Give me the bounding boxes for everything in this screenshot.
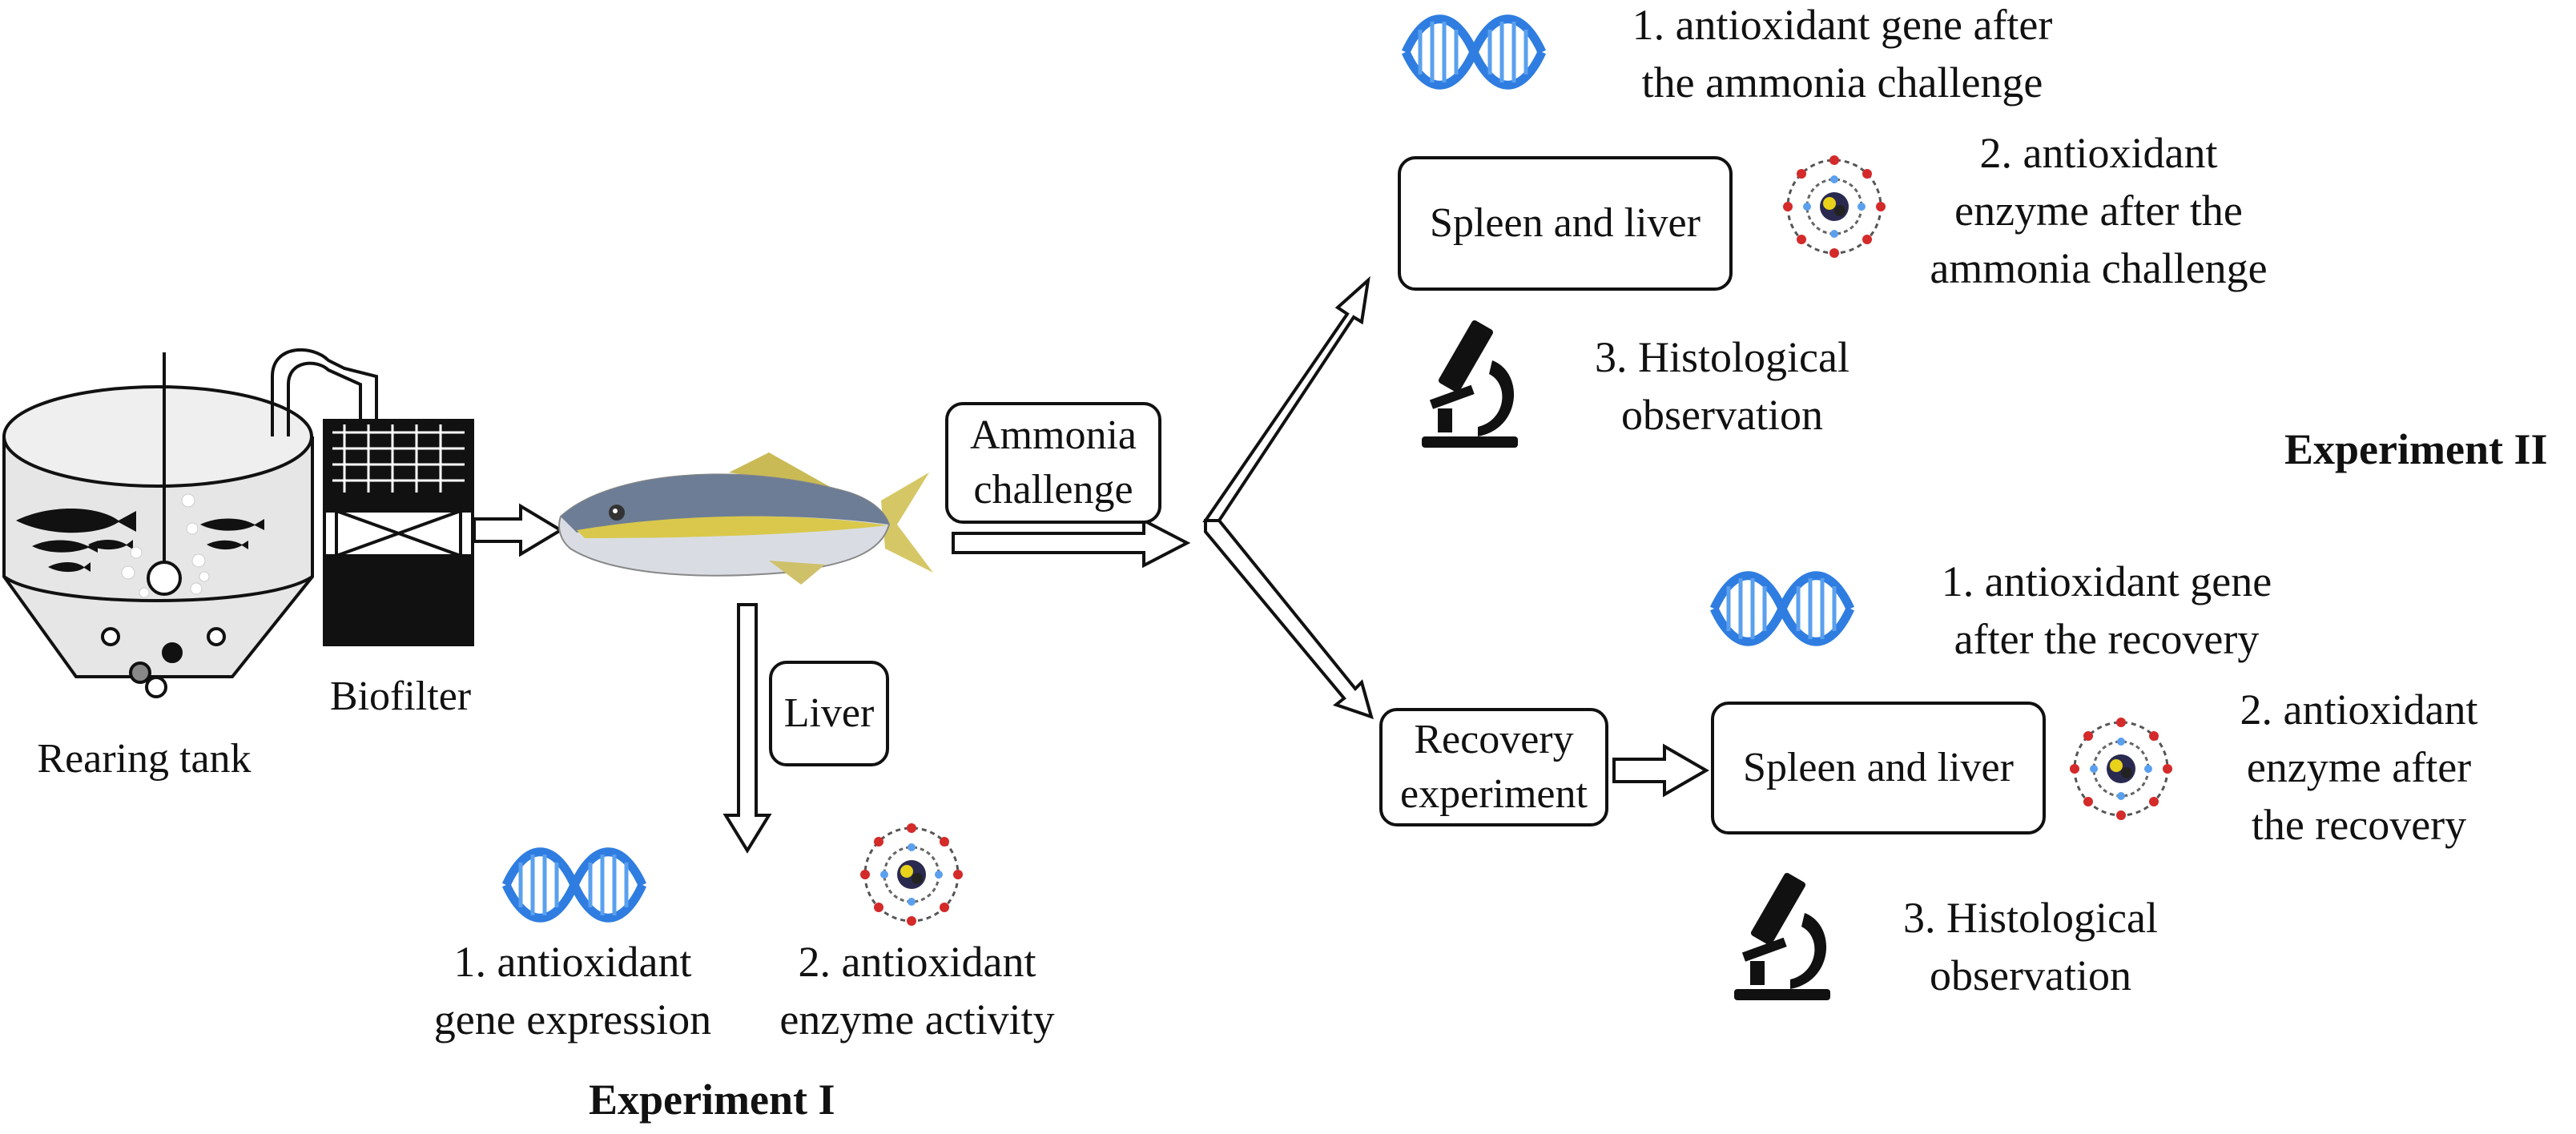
enzyme-icon xyxy=(1781,154,1887,259)
recovery-line-2: experiment xyxy=(1400,771,1588,817)
experiment-2-title: Experiment II xyxy=(2284,425,2548,473)
arrow-branch-up xyxy=(1202,275,1371,522)
fish-icon xyxy=(558,452,933,585)
experiment-1-title: Experiment I xyxy=(589,1076,835,1124)
arrow-branch-down xyxy=(1204,519,1374,720)
spleen-liver-label-top: Spleen and liver xyxy=(1430,200,1701,246)
dna-icon xyxy=(1406,19,1542,86)
spleen-liver-box-top: Spleen and liver xyxy=(1398,156,1733,291)
arrow-to-experiment-1 xyxy=(722,603,772,854)
spleen-liver-box-bottom: Spleen and liver xyxy=(1711,702,2046,834)
enzyme-icon xyxy=(2068,716,2174,822)
arrow-to-branch xyxy=(952,517,1191,569)
dna-icon xyxy=(506,852,642,919)
rearing-tank-label: Rearing tank xyxy=(37,736,252,782)
ammonia-challenge-box: Ammonia challenge xyxy=(945,402,1161,524)
recovery-experiment-box: Recovery experiment xyxy=(1379,708,1608,826)
liver-box: Liver xyxy=(769,661,889,766)
arrow-recovery-to-spleen xyxy=(1612,743,1710,798)
ammonia-line-2: challenge xyxy=(973,467,1133,513)
biofilter-label: Biofilter xyxy=(329,674,472,719)
liver-label: Liver xyxy=(783,690,875,736)
dna-icon xyxy=(1714,576,1850,642)
rearing-tank-icon xyxy=(2,348,378,698)
enzyme-icon xyxy=(859,822,964,927)
tank-fish-icon xyxy=(16,509,264,573)
spleen-liver-label-bottom: Spleen and liver xyxy=(1743,745,2014,790)
biofilter-icon xyxy=(323,419,474,646)
bubbles-icon xyxy=(121,493,210,598)
recovery-line-1: Recovery xyxy=(1414,717,1574,762)
ammonia-line-1: Ammonia xyxy=(970,412,1137,458)
microscope-icon xyxy=(1422,319,1518,448)
microscope-icon xyxy=(1734,871,1830,1000)
arrow-to-fish xyxy=(473,503,564,557)
